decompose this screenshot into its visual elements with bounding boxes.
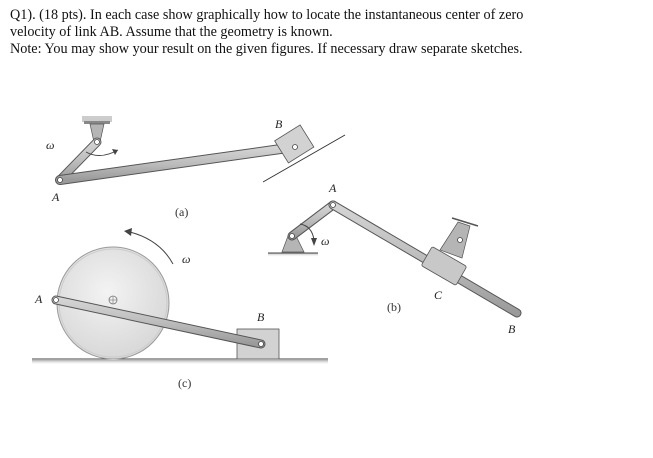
fig-b-point-c-label: C [434, 288, 443, 302]
fig-c-point-b-label: B [257, 310, 265, 324]
fig-c-point-a-label: A [35, 292, 43, 306]
fig-c-omega-label: ω [182, 252, 191, 266]
fig-a-point-a-label: A [52, 190, 60, 204]
fig-b-omega-label: ω [321, 234, 330, 248]
fig-c-caption: (c) [178, 376, 192, 390]
fig-b-caption: (b) [387, 300, 401, 314]
question-line-3: Note: You may show your result on the gi… [10, 41, 523, 57]
figure-c [32, 228, 328, 365]
fig-a-omega-label: ω [46, 138, 55, 152]
fig-a-point-b-label: B [275, 117, 283, 131]
question-line-1: Q1). (18 pts). In each case show graphic… [10, 7, 524, 23]
figure-a [55, 116, 346, 185]
fig-b-point-a-label: A [329, 181, 337, 195]
figure-b [268, 200, 522, 318]
fig-a-caption: (a) [175, 205, 189, 219]
fig-b-point-b-label: B [508, 322, 516, 336]
question-line-2: velocity of link AB. Assume that the geo… [10, 24, 333, 40]
question-text: Q1). (18 pts). In each case show graphic… [10, 7, 650, 58]
